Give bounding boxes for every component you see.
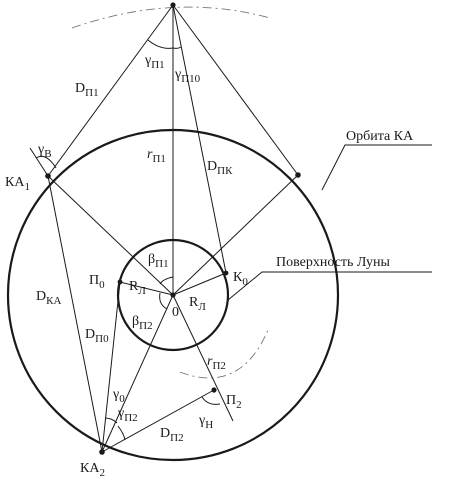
label-d-ka: DКА [36, 289, 61, 307]
line-ka2-p0 [101, 281, 121, 453]
line-ka2-center [101, 294, 174, 453]
angle-arc-gamma-p2 [117, 425, 126, 441]
label-gamma-h: γН [198, 413, 213, 431]
line-ka2-p2 [101, 389, 215, 453]
line-p1-ka1 [47, 4, 174, 177]
label-gamma-0: γ0 [112, 387, 125, 405]
angle-arc-gamma-p10 [172, 46, 182, 49]
angle-arc-gamma-0 [104, 417, 118, 424]
label-r-moon-right: RЛ [189, 295, 206, 313]
point-p2 [211, 387, 217, 393]
label-d-p2: DП2 [160, 426, 184, 444]
point-right-orbit [295, 172, 301, 178]
angle-arc-gamma-p1 [147, 39, 174, 49]
label-ka1: КА1 [5, 175, 30, 193]
lower-dashed-arc [179, 329, 269, 379]
angle-arc-gamma-b [35, 155, 57, 169]
line-p1-k0 [172, 4, 227, 274]
label-d-pk: DПК [207, 159, 233, 177]
surface-label: Поверхность Луны [276, 255, 391, 270]
label-r-p1: rП1 [147, 147, 166, 165]
label-beta-p1: βП1 [148, 252, 169, 270]
point-ka2 [99, 449, 105, 455]
label-gamma-p1: γП1 [144, 53, 165, 71]
radius-to-p0 [119, 281, 174, 296]
label-beta-p2: βП2 [132, 314, 153, 332]
orbit-leader-line [321, 144, 432, 191]
label-center: 0 [172, 305, 179, 320]
label-d-p1: DП1 [75, 81, 99, 99]
label-d-p0: DП0 [85, 327, 109, 345]
angle-arc-beta-p2 [159, 292, 168, 310]
point-p1 [170, 2, 176, 8]
angle-arc-beta-p1 [159, 276, 174, 285]
surface-leader-line [227, 271, 432, 301]
label-r-p2: rП2 [207, 354, 226, 372]
label-gamma-p2: γП2 [117, 406, 138, 424]
point-ka1 [45, 173, 51, 179]
orbit-label: Орбита КА [346, 129, 414, 144]
label-ka2: КА2 [80, 461, 105, 479]
label-gamma-p10: γП10 [174, 67, 201, 85]
line-center-right-orbit [172, 174, 299, 296]
point-center [170, 292, 176, 298]
label-gamma-b: γВ [37, 142, 52, 160]
label-p0: П0 [89, 273, 105, 291]
point-k0 [223, 270, 229, 276]
angle-arc-gamma-h [201, 396, 221, 405]
label-k0: К0 [233, 270, 248, 288]
line-ka1-center [47, 175, 174, 296]
label-p2: П2 [226, 393, 242, 411]
line-center-p2 [172, 294, 234, 422]
label-r-moon-left: RЛ [129, 279, 146, 297]
line-ka1-ka2 [47, 175, 103, 453]
upper-dashed-arc [71, 6, 271, 29]
radius-to-k0 [172, 272, 227, 296]
point-p0 [117, 279, 123, 285]
line-p1-right-orbit [172, 4, 299, 176]
ka1-tangent-tick [29, 147, 49, 177]
